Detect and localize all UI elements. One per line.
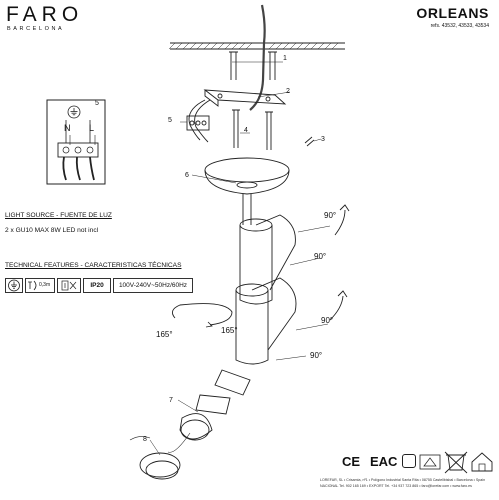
part-label-4: 4 (244, 127, 248, 134)
eac-mark: EAC (370, 454, 398, 469)
angle-label-5: 165° (156, 330, 173, 339)
product-title: ORLEANS (416, 5, 489, 21)
angle-label-4: 90° (310, 351, 323, 360)
light-source-title: LIGHT SOURCE - FUENTE DE LUZ (5, 212, 112, 219)
wiring-label-l: L (89, 123, 95, 133)
angle-label-3: 90° (321, 316, 334, 325)
footer-line-2: NACIONAL Tel. 902 165 169 • EXPORT Tel. … (320, 484, 472, 488)
ground-icon (5, 278, 23, 293)
ce-mark: CE (342, 454, 361, 469)
wiring-label-5: 5 (95, 100, 99, 107)
indoor-use-icon (471, 452, 493, 472)
part-label-6: 6 (185, 172, 189, 179)
brand-logo: FARO (6, 3, 84, 26)
footer-line-1: LOREFAR, SL • Crisamia, nº1 • Polígono I… (320, 478, 486, 482)
weee-bin-icon (444, 451, 468, 474)
part-label-7: 7 (169, 397, 173, 404)
part-label-1: 1 (283, 55, 287, 62)
voltage-rating: 100V-240V~50Hz/60Hz (113, 278, 193, 293)
part-label-5: 5 (168, 117, 172, 124)
part-label-2: 2 (286, 88, 290, 95)
ukca-icon (402, 454, 416, 468)
no-dimmer-icon (57, 278, 81, 293)
part-label-3: 3 (321, 136, 325, 143)
min-distance-icon: 0,3m (25, 278, 55, 293)
light-source-text: 2 x GU10 MAX 8W LED not incl (5, 227, 99, 234)
angle-label-6: 165° (221, 326, 238, 335)
min-distance-value: 0,3m (39, 282, 51, 288)
product-refs: refs. 43532, 43533, 43534 (430, 23, 489, 29)
technical-title: TECHNICAL FEATURES - CARACTERISTICAS TÉC… (5, 262, 182, 269)
brand-subtitle: BARCELONA (7, 26, 65, 32)
angle-label-2: 90° (314, 252, 327, 261)
ip-rating: IP20 (83, 278, 111, 293)
part-label-8: 8 (143, 436, 147, 443)
wiring-label-n: N (64, 123, 71, 133)
angle-label-1: 90° (324, 211, 337, 220)
recycle-icon (419, 454, 441, 470)
